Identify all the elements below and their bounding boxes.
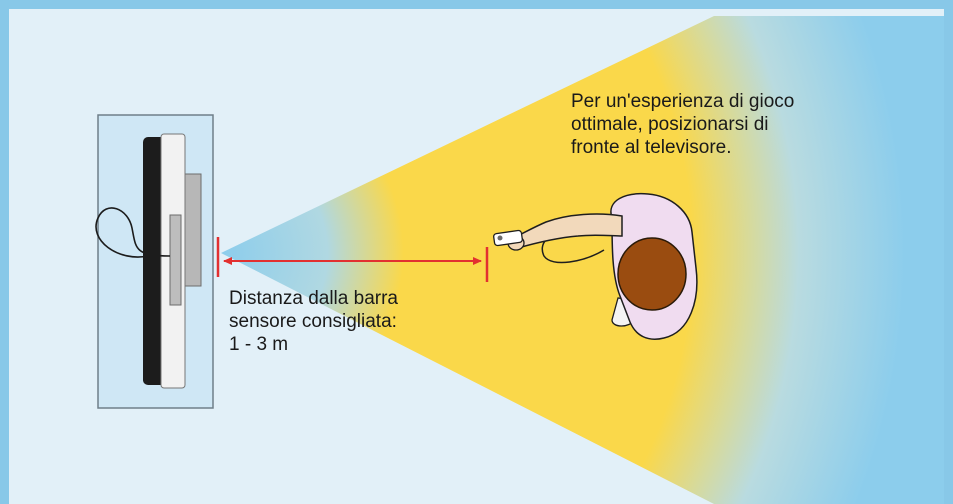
distance-line-2: sensore consigliata: [229, 311, 397, 332]
distance-line-1: Distanza dalla barra [229, 288, 398, 309]
sensor-bar-cable [95, 207, 171, 258]
remote-button [497, 235, 503, 241]
positioning-instruction: Per un'esperienza di gioco ottimale, pos… [571, 90, 794, 159]
player-top-view [493, 192, 698, 340]
instruction-line-3: fronte al televisore. [571, 137, 732, 158]
distance-marker [216, 237, 489, 282]
television-top-view [143, 133, 202, 389]
instruction-line-2: ottimale, posizionarsi di [571, 114, 769, 135]
player-head-hair [617, 237, 687, 311]
recommended-distance-label: Distanza dalla barra sensore consigliata… [229, 287, 398, 356]
tv-stand-neck [169, 214, 182, 306]
distance-line-3: 1 - 3 m [229, 334, 289, 355]
wii-remote [493, 229, 523, 247]
instruction-line-1: Per un'esperienza di gioco [571, 91, 795, 112]
